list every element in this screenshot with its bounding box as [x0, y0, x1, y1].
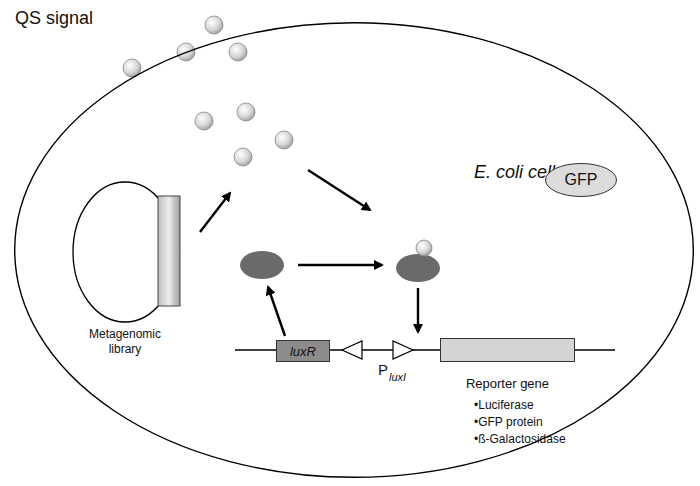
metagenomic-insert: [158, 196, 180, 306]
node-text: GFP: [565, 171, 598, 189]
reporter-gene-box-path: [441, 339, 575, 362]
reporter-gene-box-outline: [440, 338, 575, 362]
promoter-letter: P: [378, 361, 388, 378]
signal-label: QS signal: [15, 8, 93, 29]
bound-signal: [416, 240, 432, 256]
luxr-gene-box-path: [277, 341, 330, 362]
luxr-signal-complex: [396, 254, 440, 282]
reporter-gene-box: Reporter gene: [440, 338, 575, 362]
node-text: luxR: [290, 344, 316, 359]
node-text: Reporter gene: [466, 376, 549, 391]
cell-ellipse-path: [15, 23, 694, 478]
gfp-ellipse: GFP: [545, 163, 617, 197]
signal-molecules: [123, 16, 293, 166]
arrows: [200, 170, 418, 336]
luxr-gene-box: luxR: [276, 340, 330, 362]
reporter-list-item: •GFP protein: [474, 415, 543, 429]
node-text: E. coli cell: [474, 162, 555, 183]
cell-ellipse-outline: [14, 22, 694, 478]
promoter-left: [342, 341, 362, 359]
library-label: Metagenomic library: [80, 327, 170, 357]
promoter-right: [393, 341, 413, 359]
promoter-subscript: luxI: [389, 371, 406, 383]
cell-ellipse: E. coli cell GFP luxR Reporter gene: [14, 22, 694, 478]
luxr-protein: [240, 251, 284, 279]
gfp-ellipse-path: [546, 164, 617, 197]
reporter-list-item: •Luciferase: [474, 398, 534, 412]
reporter-list-item: •ß-Galactosidase: [474, 432, 566, 446]
